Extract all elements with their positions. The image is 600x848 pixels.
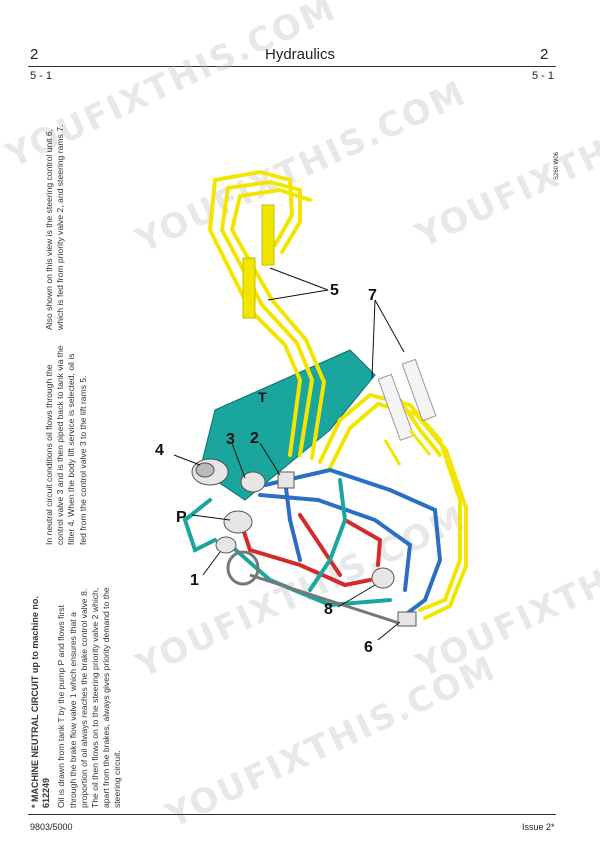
- lift-ram-lines: [207, 169, 468, 620]
- callout-6: 6: [364, 639, 373, 656]
- callout-8: 8: [324, 601, 333, 618]
- callout-3: 3: [226, 431, 235, 448]
- lift-ram-2: [242, 257, 256, 319]
- footer-issue: Issue 2*: [522, 822, 555, 832]
- chapter-number-left: 2: [30, 46, 39, 63]
- return-lines: [258, 467, 443, 617]
- section-number-left: 5 - 1: [30, 70, 53, 82]
- leader-lines: [173, 267, 405, 641]
- pump-component: [223, 510, 253, 534]
- callout-1: 1: [190, 572, 199, 589]
- callout-5: 5: [330, 282, 339, 299]
- control-valve: [240, 471, 266, 493]
- footer-document-number: 9803/5000: [30, 822, 73, 832]
- steering-control-unit: [397, 611, 417, 627]
- callout-P: P: [176, 509, 187, 526]
- brake-flow-valve: [215, 536, 237, 554]
- priority-valve: [277, 471, 295, 489]
- steering-rams: [377, 358, 437, 466]
- brake-control-valve: [371, 567, 395, 589]
- lift-ram-1: [261, 204, 275, 266]
- footer-rule: [28, 814, 556, 815]
- callout-4: 4: [155, 442, 164, 459]
- filter-component: [191, 458, 229, 486]
- pressure-lines: [238, 513, 383, 588]
- callout-T: T: [258, 389, 267, 405]
- page-title: Hydraulics: [264, 46, 336, 63]
- section-number-right: 5 - 1: [532, 70, 555, 82]
- header-rule: [28, 66, 556, 67]
- callout-7: 7: [368, 287, 377, 304]
- steering-wheel: [226, 550, 417, 627]
- chapter-number-right: 2: [540, 46, 549, 63]
- callout-2: 2: [250, 430, 259, 447]
